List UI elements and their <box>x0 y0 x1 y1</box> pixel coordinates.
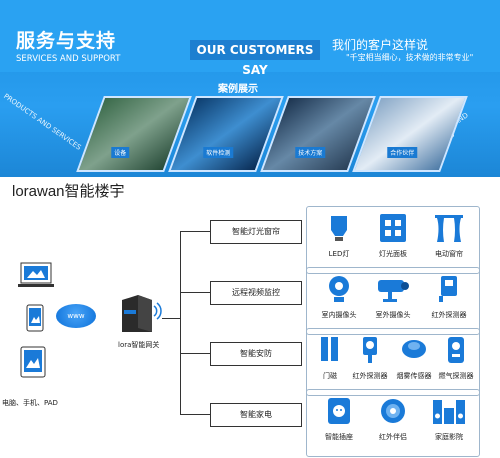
connector-branch <box>180 231 210 232</box>
cases-label: 案例展示 <box>218 84 258 95</box>
quote-detail: "千宝相当细心，技术做的非常专业" <box>346 53 474 62</box>
diagonal-text-left: PRODUCTS AND SERVICES <box>2 92 83 152</box>
outdoor-camera-icon <box>369 274 417 306</box>
product-label: LED灯 <box>328 250 350 258</box>
product-label: 家庭影院 <box>435 433 463 441</box>
product-item[interactable]: 红外伴侣 <box>369 396 417 442</box>
product-item[interactable]: 室外摄像头 <box>369 274 417 320</box>
product-item[interactable]: 红外探测器 <box>425 274 473 320</box>
category-lighting[interactable]: 智能灯光窗帘 <box>210 220 302 244</box>
devices-caption: 电脑、手机、PAD <box>2 399 58 407</box>
product-label: 红外探测器 <box>431 311 467 319</box>
connector-branch <box>180 353 210 354</box>
product-label: 红外伴侣 <box>379 433 407 441</box>
smoke-sensor-icon <box>393 335 435 367</box>
panel-lighting: LED灯 灯光面板 电动窗帘 <box>306 206 480 274</box>
door-sensor-icon <box>309 335 351 367</box>
panel-appliance: 智能插座 红外伴侣 家庭影院 <box>306 389 480 457</box>
case-photos: 设备 软件检测 技术方案 合作伙伴 <box>76 96 470 172</box>
product-item[interactable]: LED灯 <box>315 213 363 259</box>
category-appliance[interactable]: 智能家电 <box>210 403 302 427</box>
light-panel-icon <box>369 213 417 245</box>
panel-security: 门磁 红外探测器 烟雾传感器 燃气探测器 <box>306 328 480 396</box>
connector-gateway <box>162 318 180 319</box>
product-label: 烟雾传感器 <box>396 372 432 380</box>
case-photo-label: 设备 <box>111 147 130 158</box>
services-banner: 服务与支持 SERVICES AND SUPPORT OUR CUSTOMERS… <box>0 0 500 177</box>
connector-trunk <box>180 231 181 415</box>
smart-socket-icon <box>315 396 363 428</box>
led-bulb-icon <box>315 213 363 245</box>
tablet-icon <box>20 346 46 382</box>
product-label: 灯光面板 <box>379 250 407 258</box>
banner-subtitle: SERVICES AND SUPPORT <box>16 54 121 64</box>
product-label: 室内摄像头 <box>321 311 357 319</box>
customers-say-heading: OUR CUSTOMERS SAY <box>190 40 320 77</box>
product-item[interactable]: 烟雾传感器 <box>393 335 435 381</box>
panel-video: 室内摄像头 室外摄像头 红外探测器 <box>306 267 480 335</box>
banner-title: 服务与支持 <box>16 30 117 52</box>
product-label: 电动窗帘 <box>435 250 463 258</box>
laptop-icon <box>18 262 54 294</box>
connector-branch <box>180 414 210 415</box>
product-label: 智能插座 <box>325 433 353 441</box>
case-photo-label: 合作伙伴 <box>387 147 418 158</box>
product-item[interactable]: 电动窗帘 <box>425 213 473 259</box>
case-photo-label: 软件检测 <box>203 147 234 158</box>
diagram-title: lorawan智能楼宇 <box>12 183 125 200</box>
phone-icon <box>26 304 44 336</box>
product-item[interactable]: 灯光面板 <box>369 213 417 259</box>
curtain-icon <box>425 213 473 245</box>
banner-header-stripe <box>0 0 500 72</box>
product-label: 门磁 <box>323 372 337 380</box>
product-item[interactable]: 红外探测器 <box>349 335 391 381</box>
product-label: 室外摄像头 <box>375 311 411 319</box>
product-item[interactable]: 室内摄像头 <box>315 274 363 320</box>
indoor-camera-icon <box>315 274 363 306</box>
product-item[interactable]: 燃气探测器 <box>435 335 477 381</box>
product-item[interactable]: 家庭影院 <box>425 396 473 442</box>
category-video[interactable]: 远程视频监控 <box>210 281 302 305</box>
quote-heading: 我们的客户这样说 <box>332 38 429 52</box>
connector-branch <box>180 292 210 293</box>
product-item[interactable]: 门磁 <box>309 335 351 381</box>
category-security[interactable]: 智能安防 <box>210 342 302 366</box>
product-item[interactable]: 智能插座 <box>315 396 363 442</box>
infrared-detector-icon <box>349 335 391 367</box>
home-theater-icon <box>425 396 473 428</box>
gateway-icon <box>116 294 162 338</box>
gas-detector-icon <box>435 335 477 367</box>
internet-cloud: www <box>56 304 96 328</box>
product-label: 燃气探测器 <box>438 372 474 380</box>
gateway-label: lora智能网关 <box>118 341 160 349</box>
product-label: 红外探测器 <box>352 372 388 380</box>
infrared-companion-icon <box>369 396 417 428</box>
case-photo-label: 技术方案 <box>295 147 326 158</box>
infrared-detector-icon <box>425 274 473 306</box>
